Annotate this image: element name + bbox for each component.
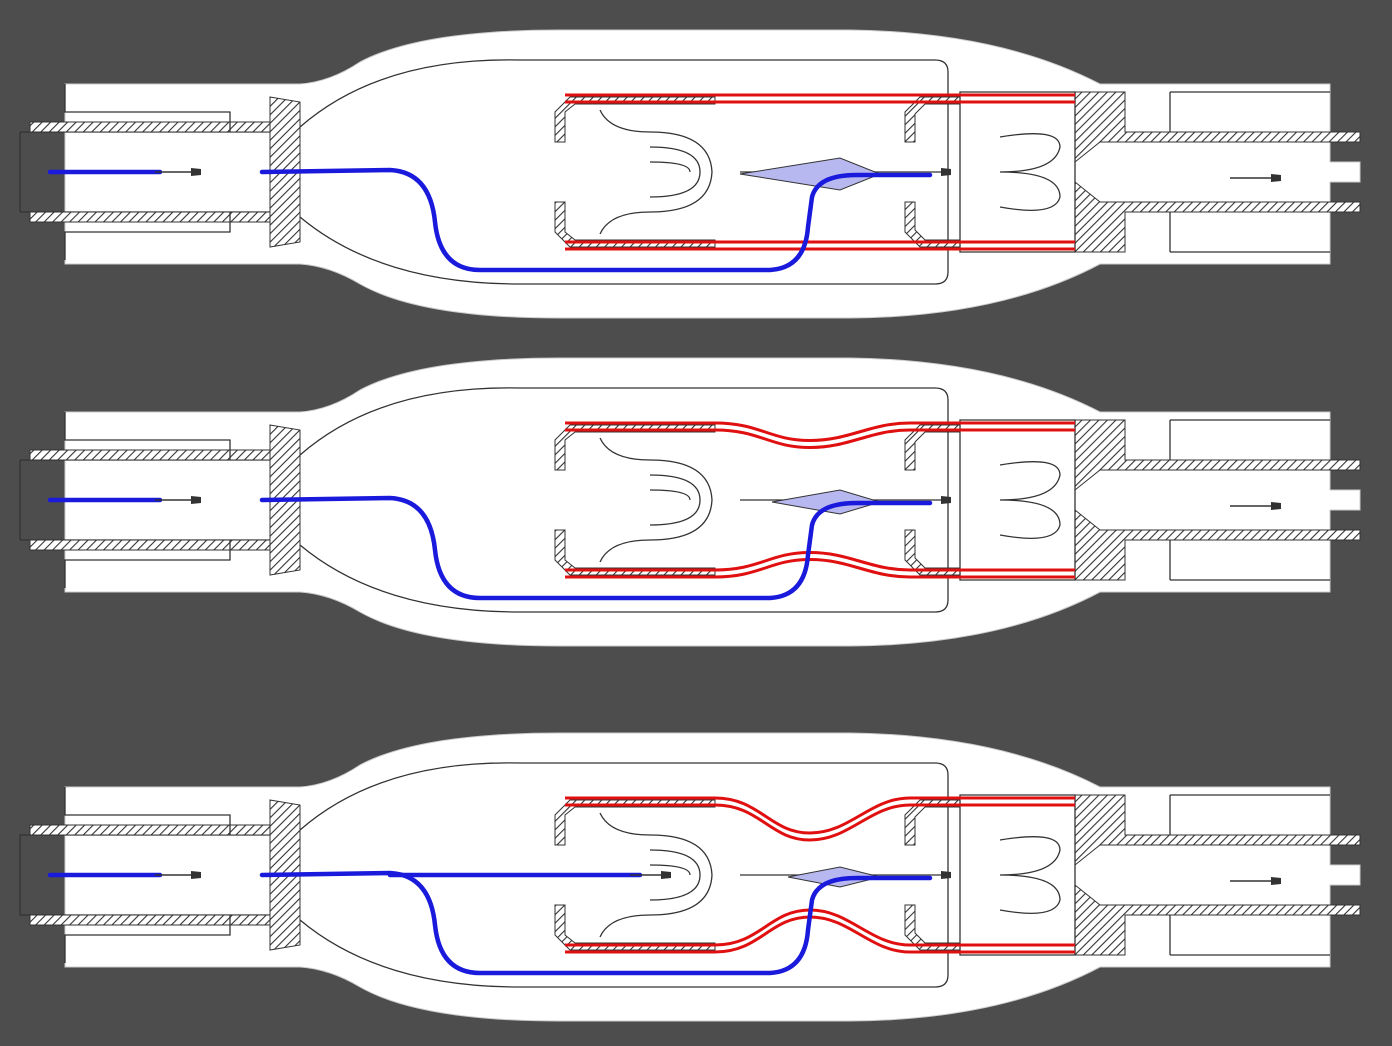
outlet-nut [1169,91,1330,253]
spring-fingers [599,437,713,563]
outlet-chamber [959,91,1076,253]
valve-panel-2 [19,357,1361,647]
inlet-wall-top [29,121,271,133]
spring-fingers [599,812,713,938]
inlet-wall-bottom [29,539,271,551]
outlet-fingers [999,133,1061,211]
inlet-wall-bottom [29,211,271,223]
outlet-fingers [999,461,1061,539]
sleeve-line-1 [565,796,1075,835]
inlet-nut [64,84,231,260]
inlet-wall-bottom [29,914,271,926]
bypass-flow [259,167,933,273]
outlet-chamber [959,419,1076,581]
sleeve-line-2 [565,428,1075,450]
outlet-nut [1169,794,1330,956]
inlet-wall-top [29,824,271,836]
inlet-nut [64,412,231,588]
outlet-body [1074,419,1361,581]
spring-fingers [599,109,713,235]
inlet-wall-top [29,449,271,461]
inlet-nut [64,787,231,963]
outlet-body [1074,91,1361,253]
sleeve-line-4 [565,557,1075,579]
outlet-nut [1169,419,1330,581]
right-cage [904,96,961,248]
sleeve-line-2 [565,803,1075,842]
outlet-body [1074,794,1361,956]
sleeve-line-1 [565,421,1075,443]
bypass-flow [259,870,933,976]
valve-panel-1 [19,29,1361,319]
valve-panel-3 [19,732,1361,1022]
bypass-flow [259,495,933,601]
right-cage [904,424,961,576]
outlet-fingers [999,836,1061,914]
right-cage [904,799,961,951]
outlet-chamber [959,794,1076,956]
